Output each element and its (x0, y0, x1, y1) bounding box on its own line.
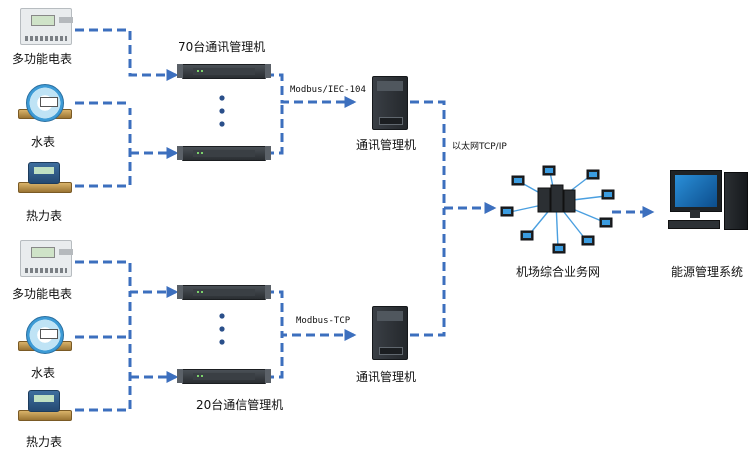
workstation-icon (666, 168, 752, 234)
top-meter-link-3 (75, 108, 132, 188)
protocol-bottom-label: Modbus-TCP (296, 316, 351, 326)
ellipsis-dot (219, 326, 225, 332)
ellipsis-dot (219, 339, 225, 345)
ellipsis-dot (219, 95, 225, 101)
rack-server-icon (177, 64, 271, 79)
bottom-meter-link-3 (75, 292, 132, 412)
airport-network-label: 机场综合业务网 (516, 265, 601, 279)
ellipsis-dot (219, 121, 225, 127)
top-gateway-link (410, 100, 446, 208)
water-meter-label: 水表 (31, 135, 56, 149)
multifunction-meter-icon (20, 240, 73, 277)
top-rack-link-1 (265, 73, 357, 108)
bottom-gateway-link (410, 208, 446, 337)
heat-meter-label: 热力表 (26, 435, 63, 449)
network-cluster-icon (500, 165, 615, 254)
ellipsis-dot (219, 108, 225, 114)
comm-group-top-label: 70台通讯管理机 (178, 40, 266, 54)
energy-system-label: 能源管理系统 (671, 265, 744, 279)
ethernet-label: 以太网TCP/IP (452, 142, 507, 152)
heat-meter-label: 热力表 (26, 209, 63, 223)
water-meter-label: 水表 (31, 366, 56, 380)
multifunction-meter-icon (20, 8, 73, 45)
gateway-device-icon (372, 76, 408, 130)
bottom-meter-link-1 (75, 260, 179, 298)
protocol-top-label: Modbus/IEC-104 (290, 85, 366, 95)
heat-meter-icon (18, 160, 72, 196)
top-meter-link-1 (75, 28, 179, 81)
gateway-bottom-label: 通讯管理机 (356, 370, 417, 384)
gateway-device-icon (372, 306, 408, 360)
multifunction-meter-label: 多功能电表 (12, 52, 73, 66)
gateway-top-label: 通讯管理机 (356, 138, 417, 152)
ellipsis-dot (219, 313, 225, 319)
water-meter-icon (18, 82, 72, 128)
water-meter-icon (18, 314, 72, 360)
rack-server-icon (177, 369, 271, 384)
multifunction-meter-label: 多功能电表 (12, 287, 73, 301)
rack-server-icon (177, 146, 271, 161)
heat-meter-icon (18, 388, 72, 424)
rack-server-icon (177, 285, 271, 300)
comm-group-bottom-label: 20台通信管理机 (196, 398, 284, 412)
bottom-rack-link-1 (265, 290, 357, 341)
